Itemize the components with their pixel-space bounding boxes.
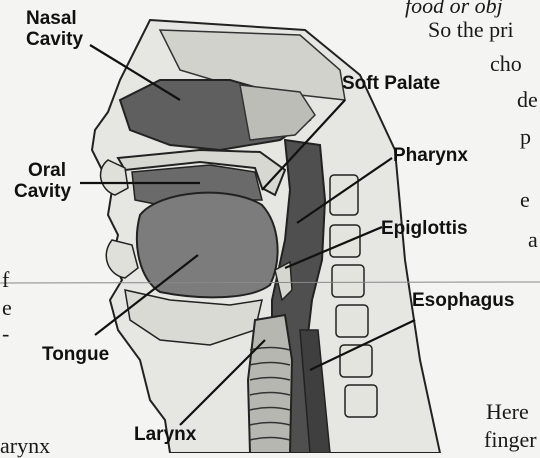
larynx-shape bbox=[248, 315, 292, 453]
bg-text-line-7: Here bbox=[486, 400, 529, 424]
label-tongue: Tongue bbox=[42, 344, 109, 365]
bg-text-line-1: So the pri bbox=[428, 18, 514, 42]
bg-text-top: food or obj bbox=[405, 0, 503, 18]
label-pharynx: Pharynx bbox=[393, 145, 468, 166]
tongue-shape bbox=[137, 193, 278, 298]
bg-text-line-3: de bbox=[517, 88, 538, 112]
bg-text-line-8: finger bbox=[484, 428, 537, 452]
label-esophagus: Esophagus bbox=[412, 290, 514, 311]
label-oral-cavity-line-1: Oral bbox=[14, 160, 71, 181]
bg-text-line-6: a bbox=[528, 228, 538, 252]
label-nasal-cavity-line-2: Cavity bbox=[26, 29, 83, 50]
bg-text-left-2: e bbox=[2, 296, 12, 320]
bg-text-line-4: p bbox=[520, 125, 531, 149]
bg-text-left-3: - bbox=[2, 322, 9, 346]
bg-text-left-1: f bbox=[2, 268, 9, 292]
label-oral-cavity-line-2: Cavity bbox=[14, 181, 71, 202]
label-larynx: Larynx bbox=[134, 424, 196, 445]
page-crease bbox=[0, 282, 540, 283]
label-oral-cavity: Oral Cavity bbox=[14, 160, 71, 202]
bg-text-line-2: cho bbox=[490, 52, 522, 76]
label-soft-palate: Soft Palate bbox=[342, 73, 440, 94]
label-nasal-cavity: Nasal Cavity bbox=[26, 8, 83, 50]
bg-text-bottom-left: arynx bbox=[0, 434, 50, 458]
bg-text-line-5: e bbox=[520, 188, 530, 212]
label-epiglottis: Epiglottis bbox=[381, 218, 468, 239]
label-nasal-cavity-line-1: Nasal bbox=[26, 8, 83, 29]
